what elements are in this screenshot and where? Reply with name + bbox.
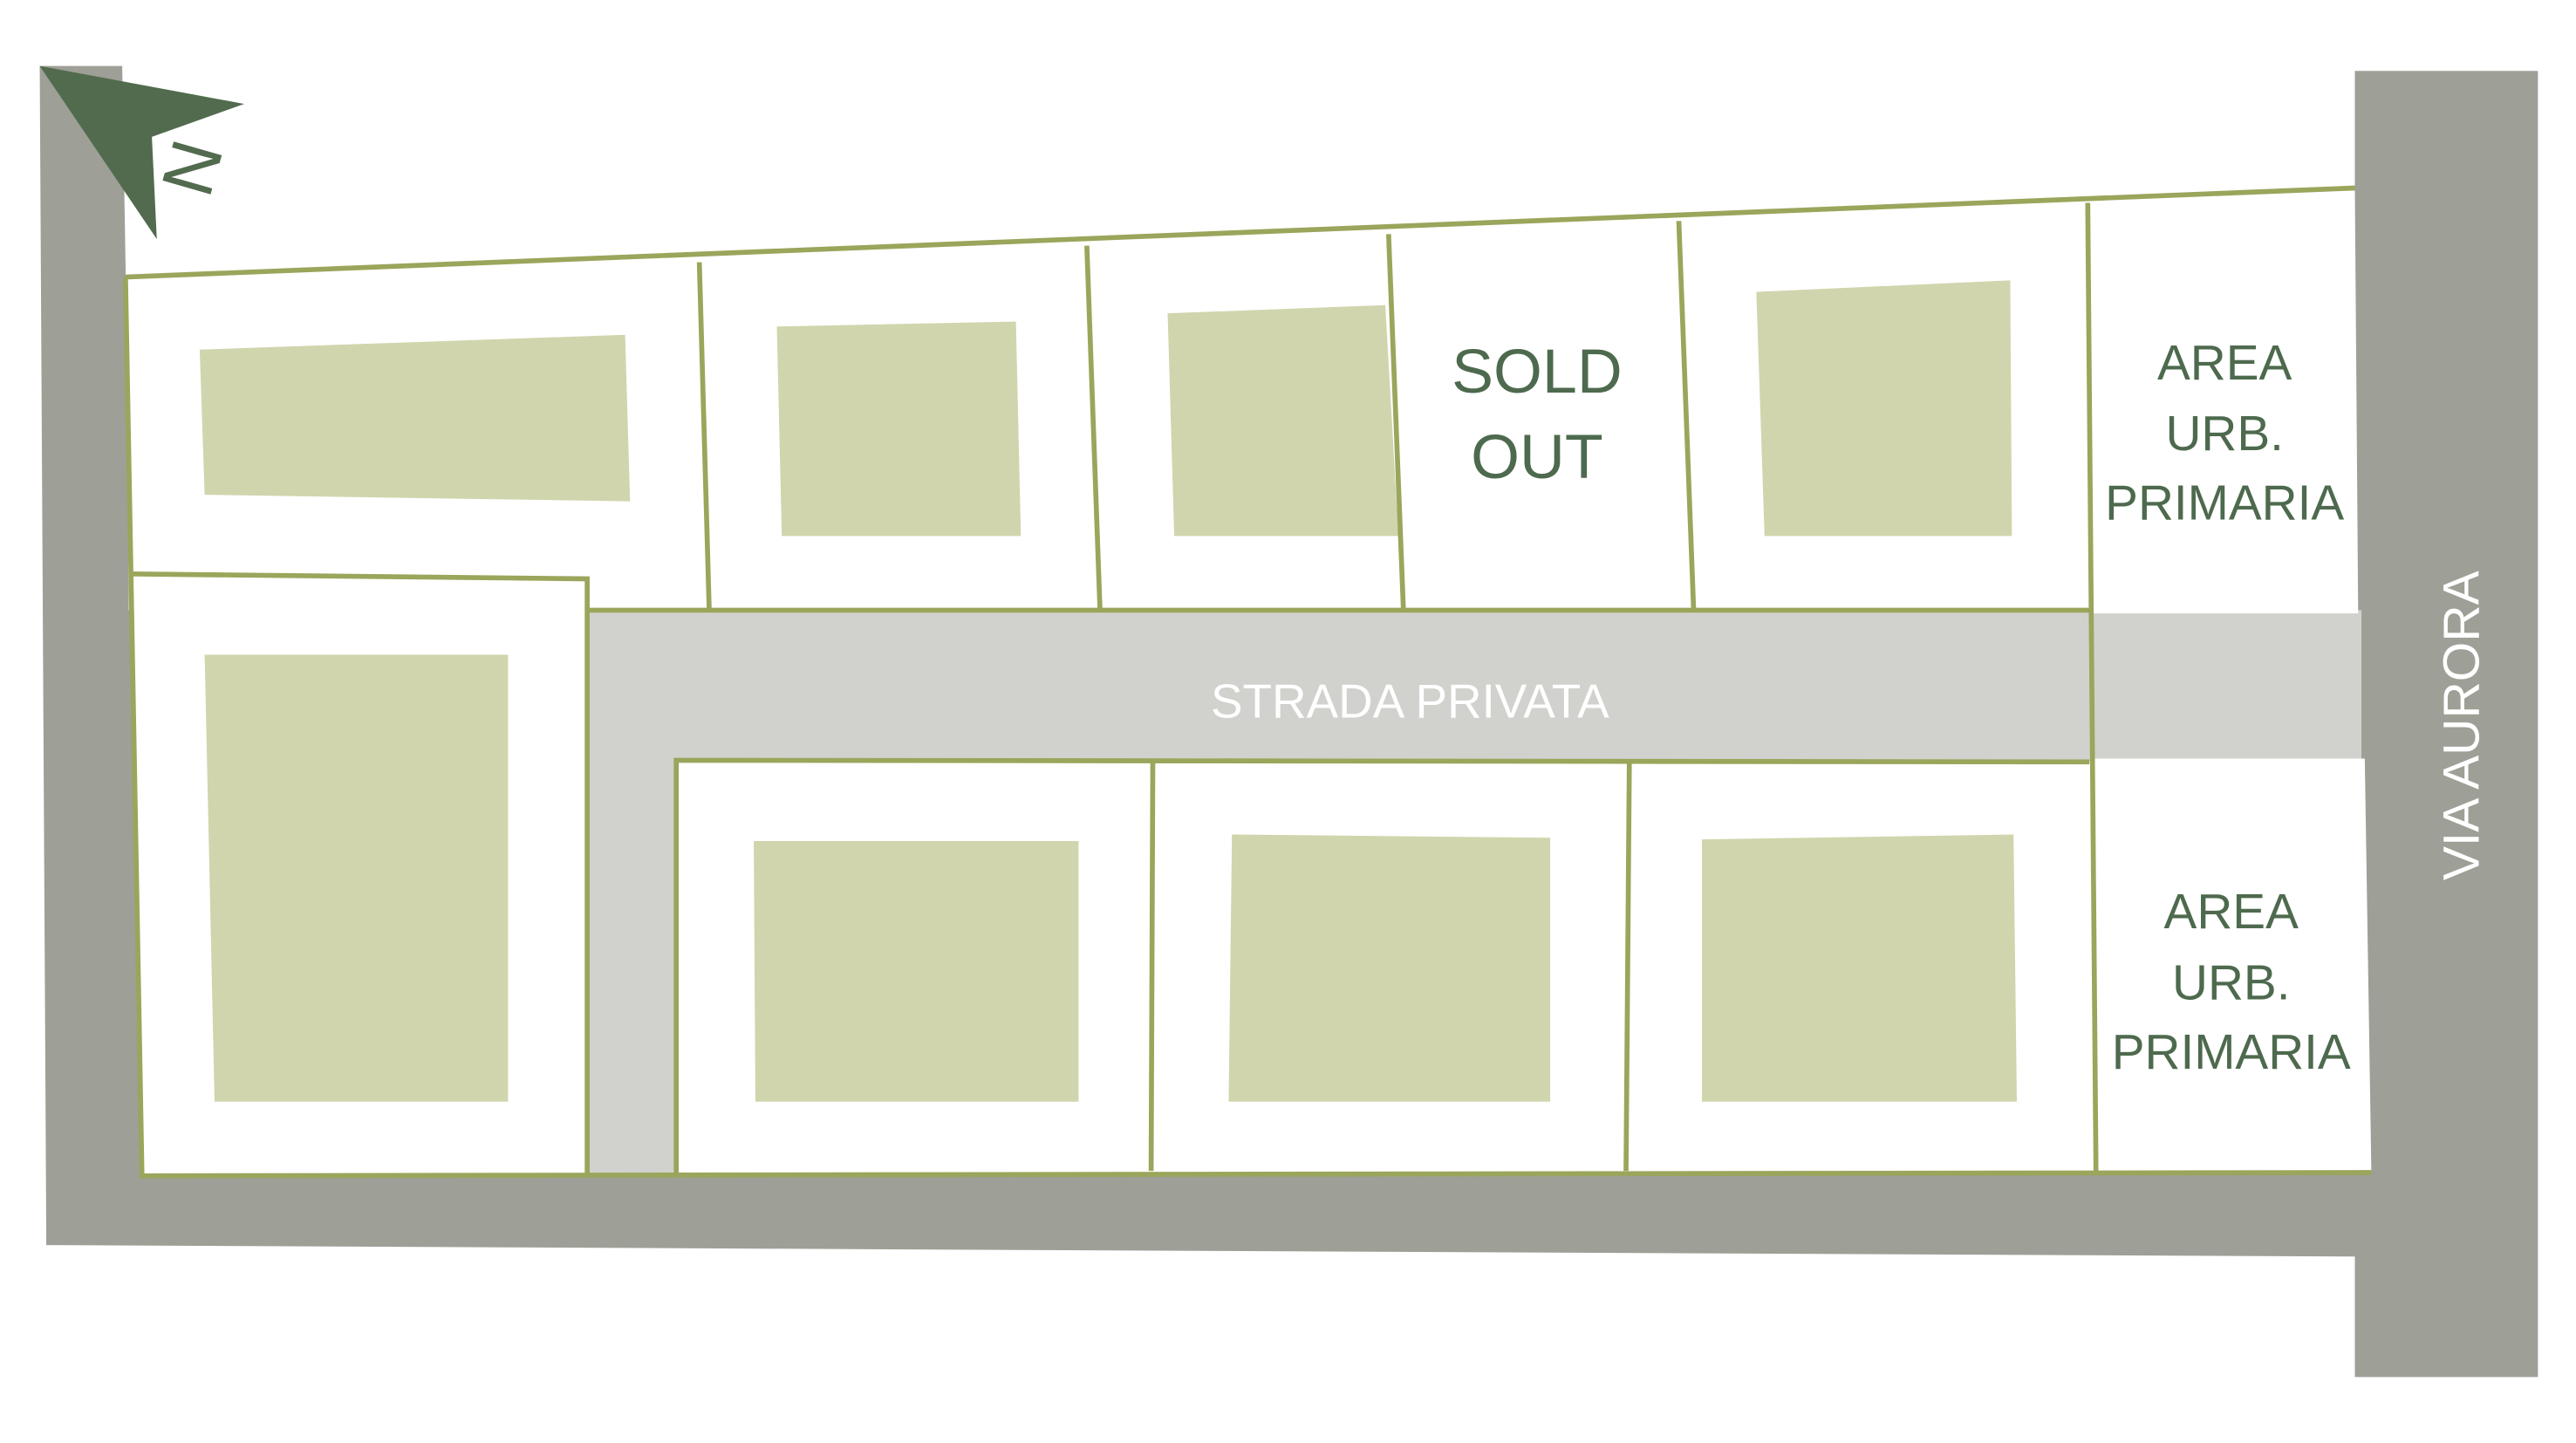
lot-boundaries (123, 185, 2372, 1179)
urb-area-bottom-line1: AREA (2164, 885, 2299, 940)
building-lot-2 (776, 321, 1022, 537)
private-road (589, 610, 2362, 1176)
urb-area-bottom-line3: PRIMARIA (2112, 1025, 2351, 1080)
building-lot-1 (199, 334, 631, 502)
sold-out-label-line1: SOLD (1452, 337, 1623, 407)
urb-area-top-line1: AREA (2157, 336, 2292, 391)
urb-area-top-line3: PRIMARIA (2105, 475, 2344, 530)
building-lot-9 (1701, 834, 2018, 1102)
road-via-aurora (2354, 71, 2538, 1378)
lot-area-urb-bottom (2092, 758, 2372, 1173)
lot-area-urb-top (2089, 191, 2359, 614)
building-lot-5 (1756, 280, 2012, 537)
building-footprints (199, 280, 2018, 1102)
private-road-label: STRADA PRIVATA (1211, 674, 1609, 728)
building-lot-7 (754, 841, 1079, 1102)
north-letter: N (146, 132, 238, 204)
building-lot-8 (1228, 834, 1551, 1102)
street-label: VIA AURORA (2433, 571, 2490, 880)
road-left (39, 65, 142, 1246)
urb-area-top-line2: URB. (2165, 407, 2283, 462)
urb-area-bottom-line2: URB. (2172, 956, 2290, 1011)
sold-out-label-line2: OUT (1471, 422, 1603, 492)
lot-area-top (125, 202, 2090, 611)
road-bottom (46, 1173, 2375, 1257)
building-lot-6 (204, 654, 509, 1102)
building-lot-3 (1167, 304, 1399, 537)
